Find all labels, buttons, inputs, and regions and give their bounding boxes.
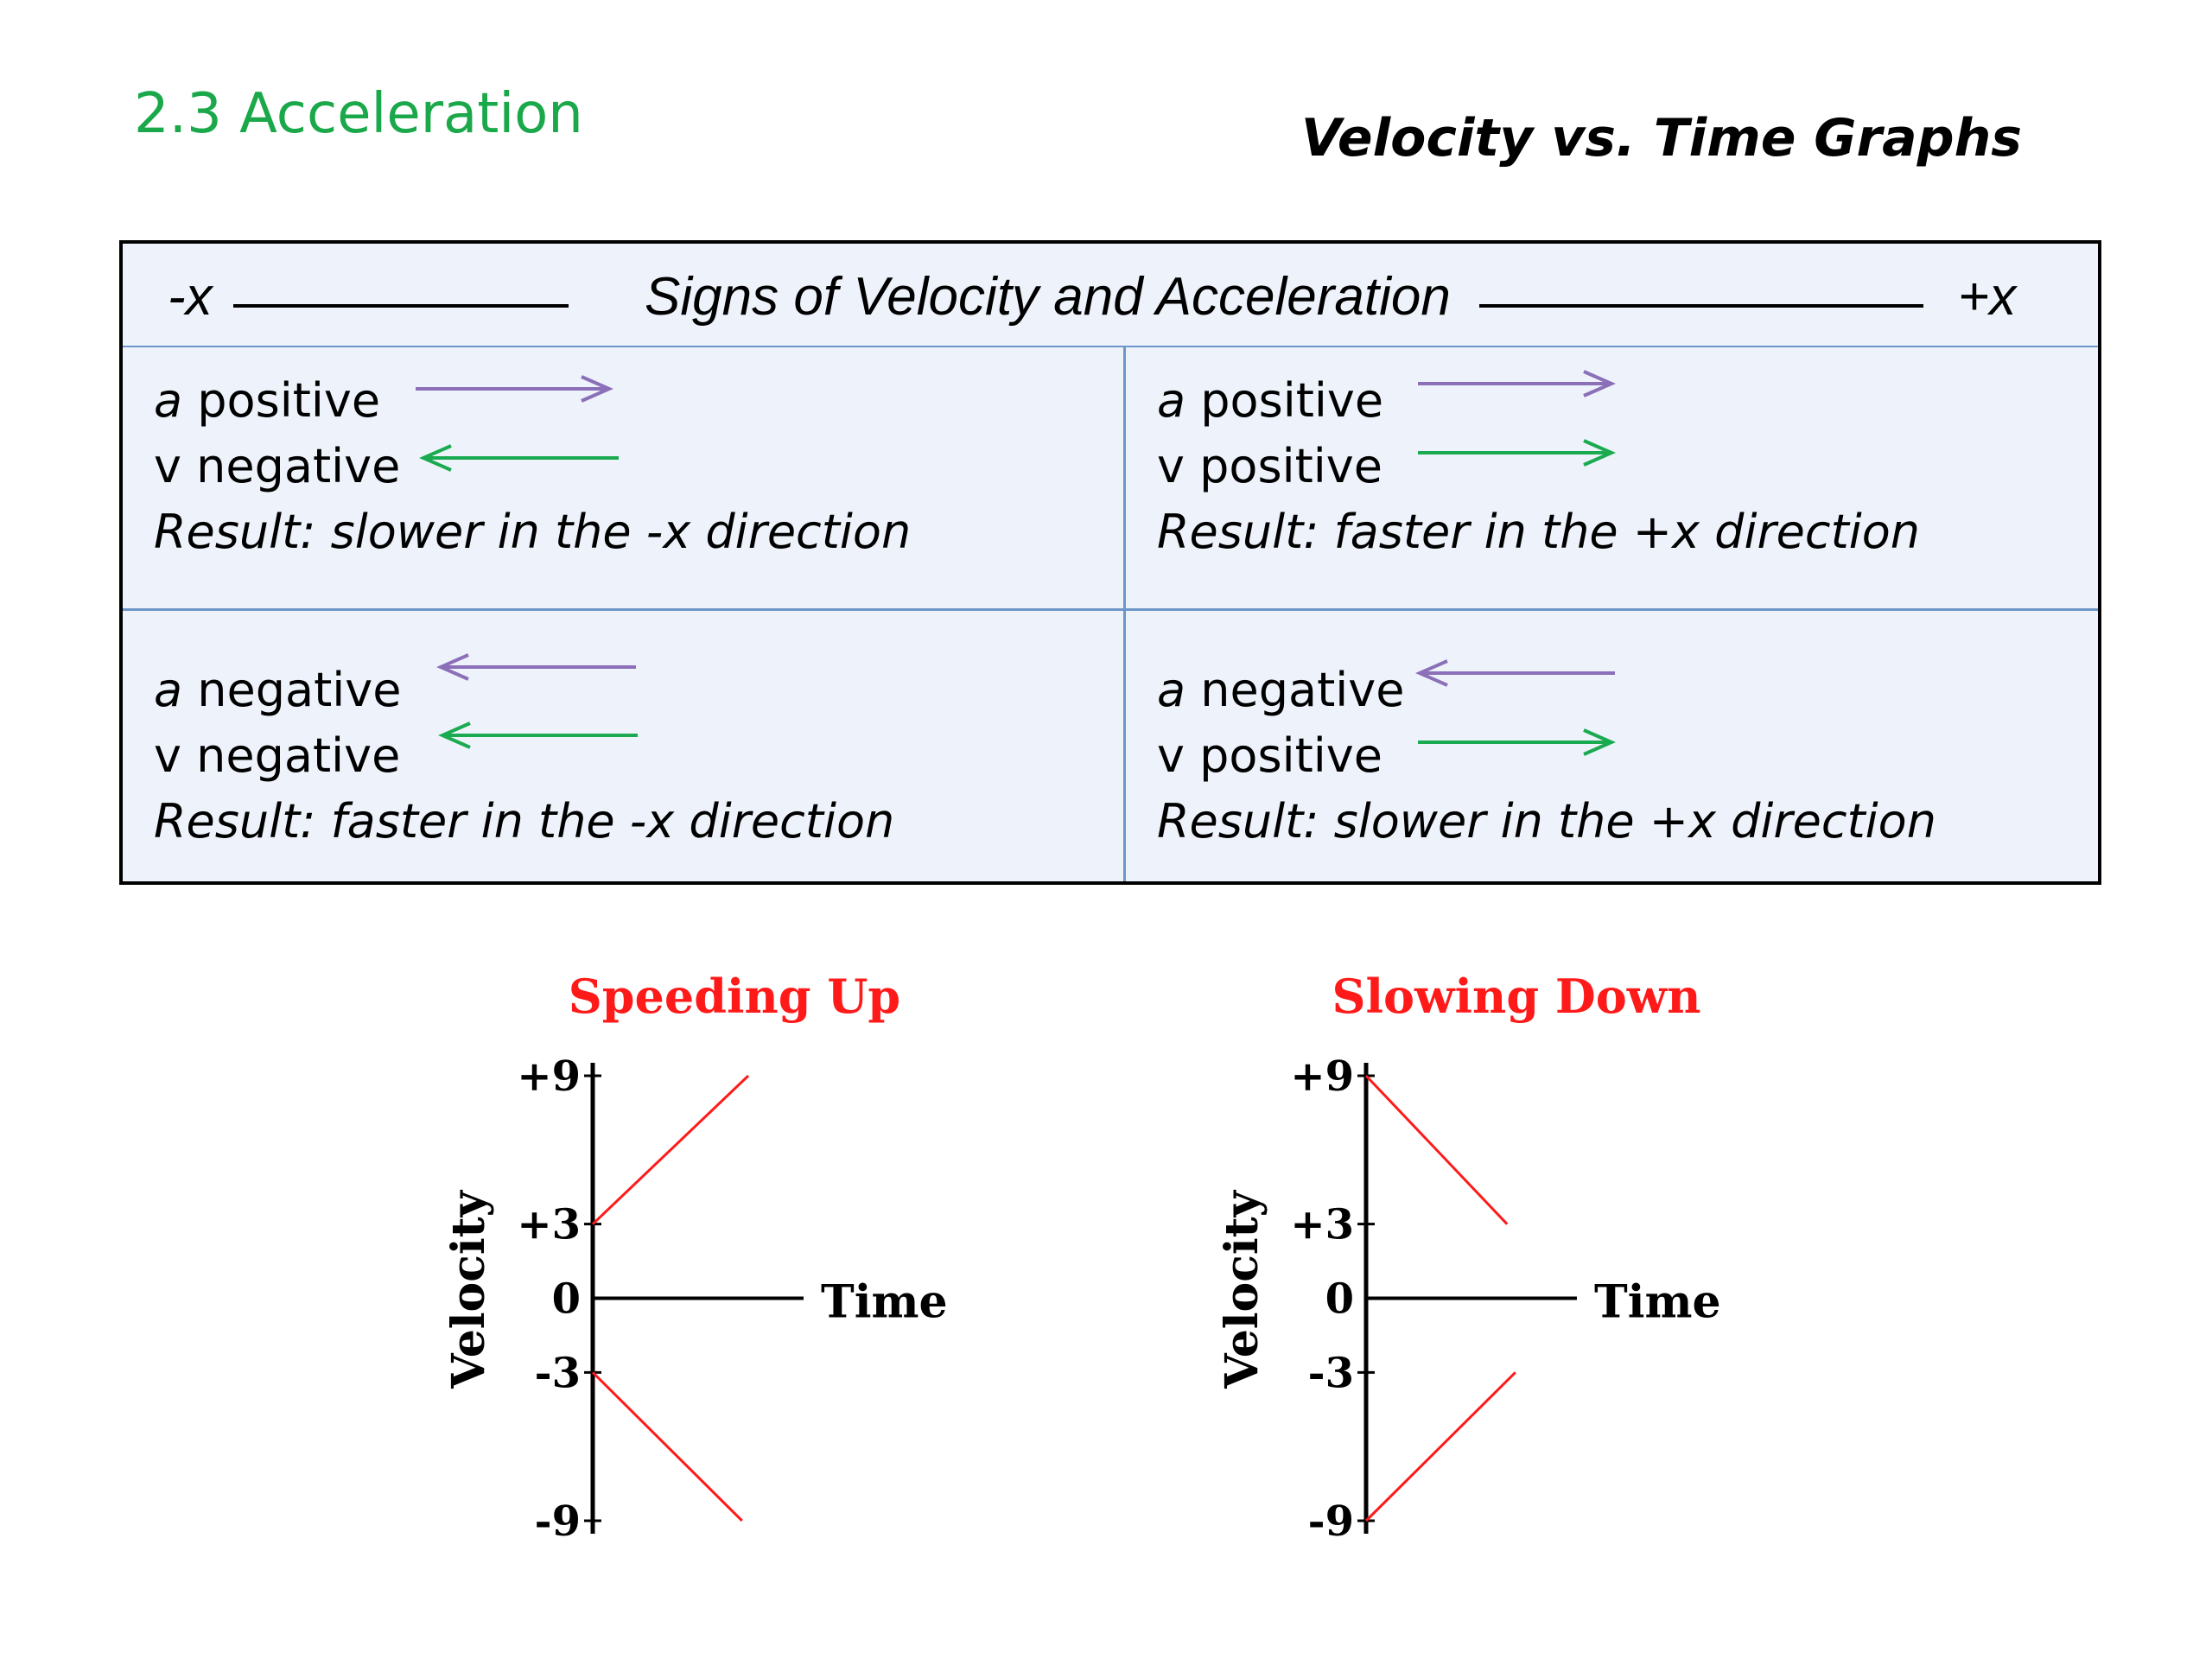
velocity-arrow-right-icon [1418, 728, 1616, 756]
y-tick-label: -3 [1308, 1349, 1354, 1397]
accel-symbol: a [1157, 373, 1186, 428]
signs-table: -x Signs of Velocity and Acceleration +x… [119, 240, 2101, 885]
quadrant-a-pos-v-neg: a positive v negative Result: slower in … [123, 346, 1123, 608]
plus-x-label: +x [1958, 267, 2017, 327]
accel-symbol: a [154, 373, 183, 428]
accel-sign: negative [182, 663, 402, 717]
accel-label: a positive [1157, 373, 1383, 428]
velocity-line [591, 1074, 750, 1225]
y-ticks: +9 +3 0 -3 -9 [517, 1052, 601, 1546]
accel-sign: positive [182, 373, 381, 428]
speeding-up-chart: Speeding Up +9 +3 0 -3 -9 Time Velocity [442, 969, 948, 1546]
velocity-line [1364, 1074, 1509, 1225]
y-tick-label: 0 [552, 1275, 581, 1324]
y-axis-label: Velocity [1216, 1189, 1268, 1389]
velocity-label: v negative [154, 439, 401, 493]
y-tick-label: +3 [1290, 1201, 1354, 1249]
accel-symbol: a [154, 663, 183, 717]
accel-label: a negative [154, 663, 401, 717]
y-tick-label: 0 [1325, 1275, 1354, 1324]
accel-label: a positive [154, 373, 380, 428]
header-line-right [1479, 304, 1923, 308]
y-tick-label: +9 [1290, 1052, 1354, 1101]
x-axis-label: Time [821, 1276, 948, 1329]
velocity-arrow-left-icon [419, 444, 619, 472]
quadrant-a-neg-v-neg: a negative v negative Result: faster in … [123, 611, 1123, 881]
y-tick-label: -9 [535, 1497, 581, 1546]
accel-arrow-left-icon [436, 653, 636, 681]
quadrant-a-neg-v-pos: a negative v positive Result: slower in … [1126, 611, 2101, 881]
y-tick-label: -9 [1308, 1497, 1354, 1546]
accel-sign: positive [1185, 373, 1384, 428]
accel-arrow-right-icon [416, 375, 613, 403]
accel-label: a negative [1157, 663, 1404, 717]
result-text: Result: faster in the +x direction [1157, 505, 1921, 559]
y-axis-label: Velocity [442, 1189, 495, 1389]
minus-x-label: -x [168, 267, 213, 327]
data-lines [1364, 1074, 1516, 1522]
velocity-label: v positive [1157, 439, 1382, 493]
chart-title: Slowing Down [1332, 969, 1701, 1024]
result-text: Result: slower in the -x direction [154, 505, 912, 559]
chart-title: Speeding Up [569, 969, 900, 1024]
velocity-label: v positive [1157, 728, 1382, 783]
y-tick-label: +9 [517, 1052, 581, 1101]
accel-sign: negative [1185, 663, 1405, 717]
table-divider-vertical [1123, 346, 1126, 881]
velocity-line [591, 1371, 743, 1522]
quadrant-a-pos-v-pos: a positive v positive Result: faster in … [1126, 346, 2101, 608]
velocity-arrow-right-icon [1418, 439, 1616, 467]
slide-title: Velocity vs. Time Graphs [1300, 108, 2022, 168]
table-divider-horizontal [123, 608, 2098, 611]
table-header: -x Signs of Velocity and Acceleration +x [123, 244, 2098, 347]
accel-arrow-left-icon [1415, 659, 1615, 687]
accel-arrow-right-icon [1418, 370, 1616, 397]
result-text: Result: slower in the +x direction [1157, 794, 1936, 849]
velocity-label: v negative [154, 728, 401, 783]
accel-symbol: a [1157, 663, 1186, 717]
slowing-down-chart: Slowing Down +9 +3 0 -3 -9 Time Velocity [1216, 969, 1721, 1546]
velocity-arrow-left-icon [438, 721, 638, 749]
header-line-left [233, 304, 569, 308]
table-title: Signs of Velocity and Acceleration [645, 267, 1451, 327]
data-lines [591, 1074, 750, 1522]
velocity-line [1364, 1371, 1516, 1522]
y-tick-label: +3 [517, 1201, 581, 1249]
y-tick-label: -3 [535, 1349, 581, 1397]
x-axis-label: Time [1594, 1276, 1721, 1329]
result-text: Result: faster in the -x direction [154, 794, 895, 849]
y-ticks: +9 +3 0 -3 -9 [1290, 1052, 1375, 1546]
slide-heading: 2.3 Acceleration [134, 82, 583, 146]
